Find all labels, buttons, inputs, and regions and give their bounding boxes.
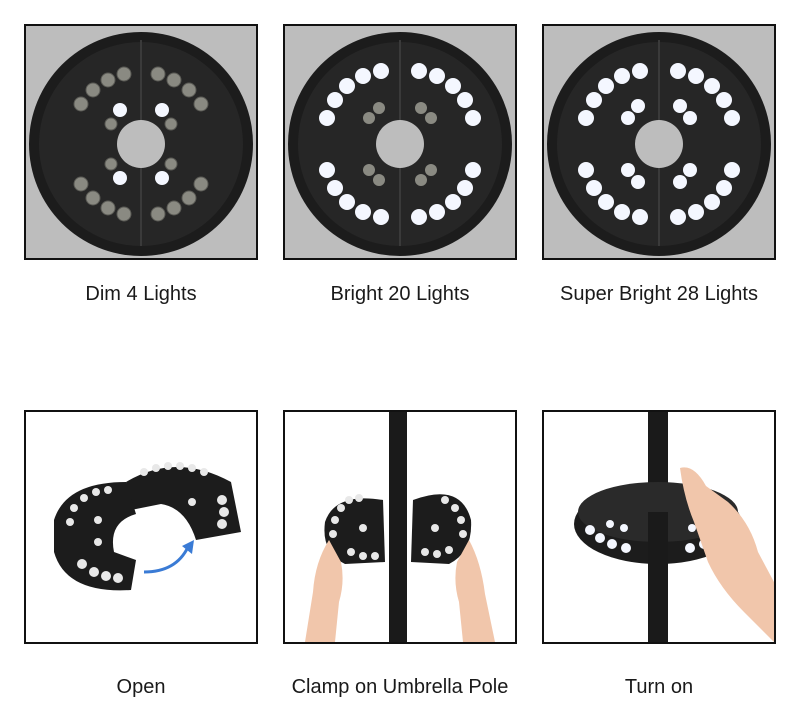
hand-icon [455, 540, 495, 642]
caption-open: Open [116, 676, 166, 698]
caption-dim-4-lights: Dim 4 Lights [85, 283, 197, 305]
clamp-illustration [305, 412, 495, 642]
clamp-step-panel [283, 410, 517, 644]
caption-super-bright-28-lights: Super Bright 28 Lights [560, 283, 758, 305]
hand-icon [305, 540, 343, 642]
hand-icon [680, 467, 774, 642]
caption-turn-on: Turn on [624, 676, 694, 698]
caption-clamp-on-umbrella-pole: Clamp on Umbrella Pole [291, 676, 509, 698]
umbrella-pole-icon [389, 412, 407, 642]
turn-on-step-panel [542, 410, 776, 644]
umbrella-light-bright-icon [288, 32, 512, 256]
open-step-panel [24, 410, 258, 644]
bright-mode-panel [283, 24, 517, 260]
open-illustration [54, 462, 241, 591]
caption-bright-20-lights: Bright 20 Lights [330, 283, 470, 305]
dim-mode-panel [24, 24, 258, 260]
turn-on-illustration [574, 412, 774, 642]
umbrella-light-super-bright-icon [547, 32, 771, 256]
open-arrow-icon [143, 546, 190, 574]
umbrella-light-dim-icon [29, 32, 253, 256]
super-bright-mode-panel [542, 24, 776, 260]
